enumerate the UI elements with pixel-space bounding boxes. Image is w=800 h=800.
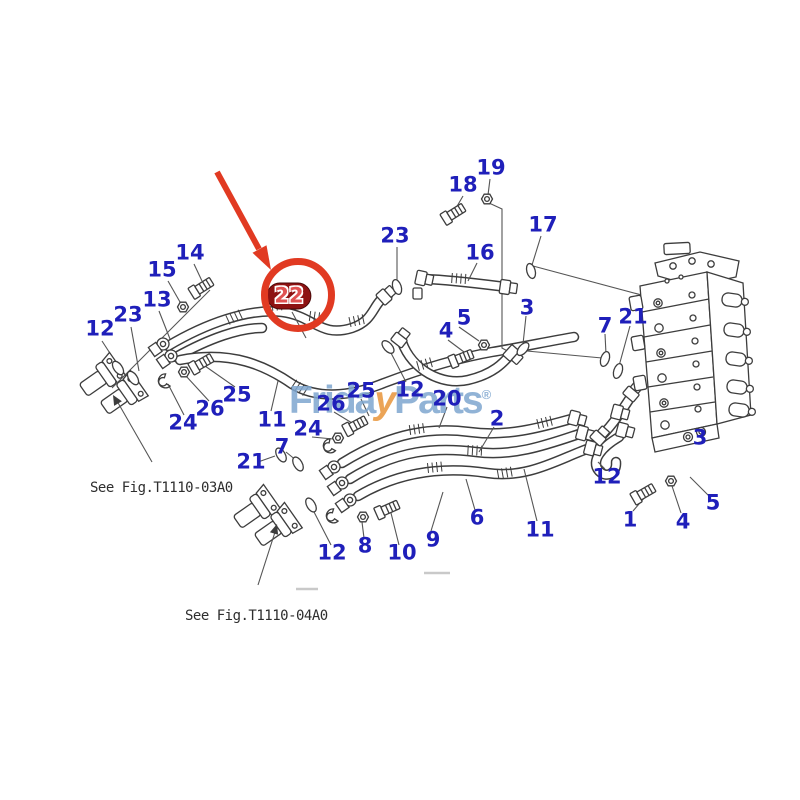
- part-label-4: 4: [438, 318, 454, 343]
- part-label-12: 12: [395, 377, 425, 402]
- highlighted-part-badge: 22: [266, 282, 312, 310]
- part-label-7: 7: [597, 313, 613, 338]
- hose-2-mid: [402, 342, 511, 381]
- part-label-2: 2: [489, 406, 505, 431]
- part-label-20: 20: [432, 386, 462, 411]
- watermark-fridayparts: FridayParts®: [289, 379, 491, 423]
- part-label-7: 7: [274, 434, 290, 459]
- part-label-24: 24: [293, 416, 323, 441]
- part-label-12: 12: [592, 464, 622, 489]
- part-label-6: 6: [469, 505, 485, 530]
- part-label-4: 4: [675, 509, 691, 534]
- part-label-11: 11: [257, 407, 287, 432]
- hose-fittings: [147, 269, 645, 514]
- part-label-8: 8: [357, 533, 373, 558]
- part-label-1: 1: [622, 507, 638, 532]
- part-label-12: 12: [317, 540, 347, 565]
- part-label-25: 25: [222, 382, 252, 407]
- part-label-21: 21: [236, 449, 266, 474]
- part-label-11: 11: [525, 517, 555, 542]
- part-label-3: 3: [519, 295, 535, 320]
- watermark-text-right: Parts: [394, 379, 484, 422]
- part-label-23: 23: [113, 302, 143, 327]
- flange-assembly-bottom: [227, 483, 303, 554]
- see-fig-arrow-bottom: [258, 524, 279, 585]
- part-label-10: 10: [387, 540, 417, 565]
- part-label-24: 24: [168, 410, 198, 435]
- see-fig-note-bottom: See Fig.T1110-04A0: [185, 608, 328, 624]
- part-label-26: 26: [316, 391, 346, 416]
- part-label-25: 25: [346, 378, 376, 403]
- part-label-26: 26: [195, 396, 225, 421]
- part-label-3: 3: [692, 425, 708, 450]
- hose-elbow-12: [596, 437, 619, 475]
- part-label-9: 9: [425, 527, 441, 552]
- watermark-text-left: Frida: [289, 379, 376, 422]
- part-label-19: 19: [476, 155, 506, 180]
- registered-trademark-symbol: ®: [481, 387, 492, 402]
- part-label-12: 12: [85, 316, 115, 341]
- part-label-14: 14: [175, 240, 205, 265]
- part-label-5: 5: [456, 305, 472, 330]
- part-label-16: 16: [465, 240, 495, 265]
- part-label-5: 5: [705, 490, 721, 515]
- part-label-21: 21: [618, 304, 648, 329]
- part-label-15: 15: [147, 257, 177, 282]
- highlighted-part-number: 22: [274, 283, 304, 308]
- part-label-13: 13: [142, 287, 172, 312]
- hose-13: [176, 328, 262, 357]
- control-valve-block: [629, 242, 757, 452]
- part-label-23: 23: [380, 223, 410, 248]
- part-label-17: 17: [528, 212, 558, 237]
- watermark-accent-swoosh: y: [374, 379, 396, 422]
- see-fig-arrow-top: [113, 395, 152, 462]
- part-label-18: 18: [448, 172, 478, 197]
- see-fig-note-top: See Fig.T1110-03A0: [90, 480, 233, 496]
